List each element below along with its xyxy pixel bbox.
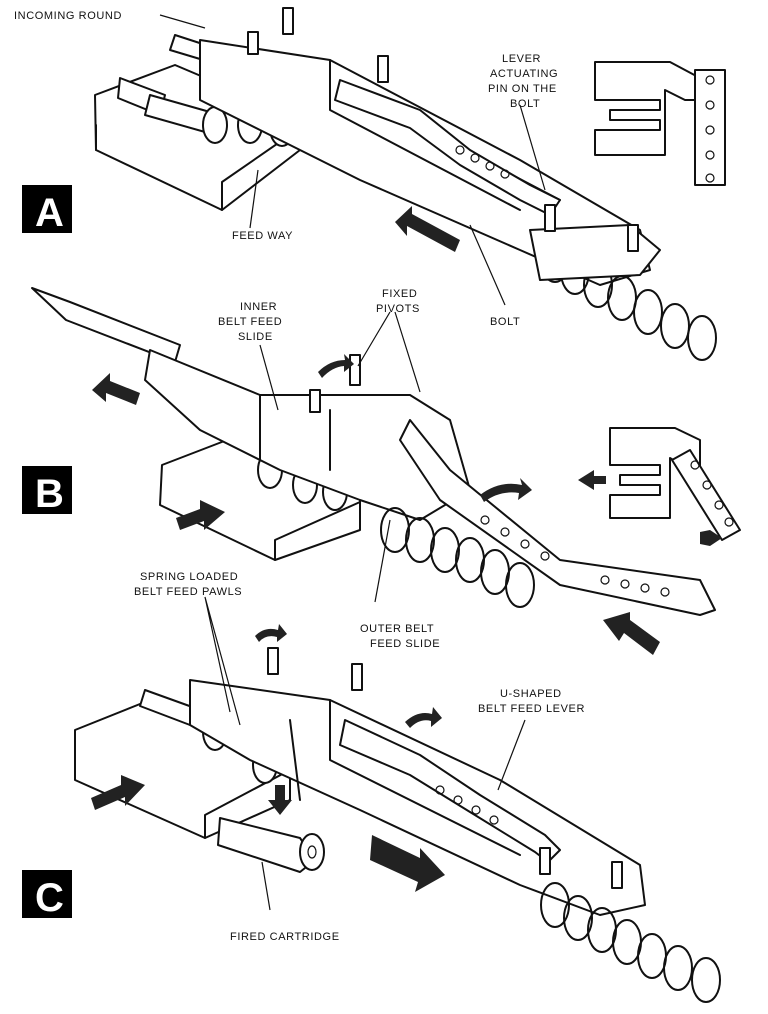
panel-b: B FIXED PIVOTS INNER BELT FEED SLIDE BOL… <box>22 224 741 655</box>
arrow-lower-b <box>603 612 660 655</box>
arrow-down-c <box>268 785 292 815</box>
label-fixed-pivots-2: PIVOTS <box>376 303 420 315</box>
panel-badge-c <box>22 870 72 918</box>
label-u-lever-1: U-SHAPED <box>500 688 562 700</box>
arrow-right-tray-b <box>176 500 225 530</box>
label-fired-cartridge: FIRED CARTRIDGE <box>230 931 340 943</box>
arrow-left-b <box>92 373 140 405</box>
arrow-bolt-c <box>370 835 445 892</box>
label-lever-pin-1: LEVER <box>502 53 541 65</box>
label-bolt: BOLT <box>490 316 520 328</box>
bolt-arrow-a <box>395 206 460 252</box>
fired-cartridge <box>217 817 325 873</box>
panel-badge-a <box>22 185 72 233</box>
arrow-curve-b <box>480 478 532 502</box>
label-u-lever-2: BELT FEED LEVER <box>478 703 585 715</box>
inset-lever-b <box>578 427 741 546</box>
inset-lever-a <box>594 61 726 186</box>
arrow-curve-c <box>405 707 442 728</box>
arrow-pawl-c <box>255 624 287 642</box>
lever-holes-b <box>480 515 670 597</box>
panel-a: A INCOMING ROUND LEVER ACTUATING PIN ON … <box>14 7 726 361</box>
label-inner-slide-3: SLIDE <box>238 331 273 343</box>
arrow-tray-c <box>91 775 145 810</box>
panel-letter-a: A <box>35 191 64 235</box>
label-incoming-round: INCOMING ROUND <box>14 10 122 22</box>
panel-letter-c: C <box>35 876 64 920</box>
label-inner-slide-2: BELT FEED <box>218 316 282 328</box>
label-feed-way: FEED WAY <box>232 230 293 242</box>
label-pawls-1: SPRING LOADED <box>140 571 238 583</box>
spring-c <box>540 882 721 1003</box>
lever-holes-c <box>435 785 499 825</box>
label-lever-pin-3: PIN ON THE <box>488 83 557 95</box>
panel-badge-b <box>22 466 72 514</box>
lever-holes-a <box>455 145 510 179</box>
label-outer-slide-1: OUTER BELT <box>360 623 434 635</box>
panel-letter-b: B <box>35 472 64 516</box>
label-outer-slide-2: FEED SLIDE <box>370 638 440 650</box>
spring-b <box>380 507 535 608</box>
label-pawls-2: BELT FEED PAWLS <box>134 586 242 598</box>
label-lever-pin-4: BOLT <box>510 98 540 110</box>
label-fixed-pivots-1: FIXED <box>382 288 417 300</box>
label-inner-slide-1: INNER <box>240 301 277 313</box>
panel-c: C SPRING LOADED BELT FEED PAWLS U-SHAPED… <box>22 571 721 1003</box>
arrow-curve-top-b <box>318 354 354 378</box>
label-lever-pin-2: ACTUATING <box>490 68 558 80</box>
